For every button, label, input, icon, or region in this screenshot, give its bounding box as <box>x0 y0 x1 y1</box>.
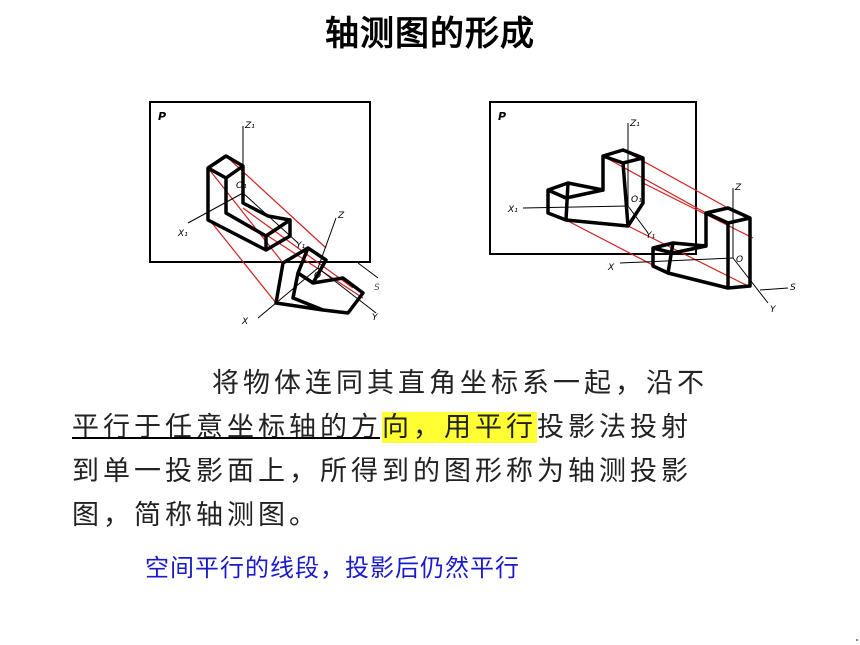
projection-plane <box>489 101 697 255</box>
object-on-plane <box>546 148 645 228</box>
definition-paragraph: 将物体连同其直角坐标系一起，沿不 平行于任意坐标轴的方向，用平行投影法投射 到单… <box>72 362 762 538</box>
axonometric-figure-right: P Z₁ O₁ X₁ Y₁ Z O X Y S <box>489 101 796 315</box>
corner-dot <box>856 639 858 641</box>
paragraph-text: 投影法投射 <box>537 412 692 443</box>
page-title: 轴测图的形成 <box>325 14 535 54</box>
axis-label: O <box>314 271 321 281</box>
paragraph-line: 到单一投影面上，所得到的图形称为轴测投影 <box>72 456 692 487</box>
projection-rays <box>565 149 754 287</box>
axis-label: Z₁ <box>244 121 255 131</box>
axis-label: X₁ <box>177 229 188 239</box>
axis-label: O₁ <box>631 195 642 205</box>
plane-label: P <box>498 110 506 123</box>
note-text: 空间平行的线段，投影后仍然平行 <box>145 554 520 582</box>
axis-label: X₁ <box>507 205 518 215</box>
axes-upper <box>522 123 649 234</box>
underline <box>72 437 380 439</box>
axes-upper <box>187 126 299 244</box>
projected-object <box>651 206 752 290</box>
axis-label: X <box>607 263 615 273</box>
axes-lower <box>619 188 789 304</box>
projection-rays <box>207 155 364 304</box>
axes-lower <box>257 217 379 319</box>
axis-label: X <box>241 317 249 327</box>
direction-label: S <box>790 283 796 293</box>
plane-label: P <box>158 110 166 123</box>
projection-plane <box>149 101 371 263</box>
highlighted-text: 向，用平行 <box>382 412 537 443</box>
axis-label: Y₁ <box>646 231 655 241</box>
axonometric-figure-left: P Z₁ O₁ X₁ Y₁ Z O X Y S <box>149 101 380 327</box>
axis-label: Y <box>770 305 777 315</box>
axis-label: O <box>736 255 743 265</box>
object-on-plane <box>206 154 292 252</box>
axis-label: Y₁ <box>296 241 305 251</box>
axis-label: O₁ <box>236 181 247 191</box>
axis-label: Z₁ <box>629 119 640 129</box>
axis-label: Y <box>372 313 379 323</box>
direction-label: S <box>374 283 380 293</box>
paragraph-line: 将物体连同其直角坐标系一起，沿不 <box>212 368 708 399</box>
paragraph-line: 平行于任意坐标轴的方向，用平行投影法投射 <box>72 406 762 450</box>
projected-object <box>274 246 365 315</box>
axis-label: Z <box>337 211 345 221</box>
paragraph-line: 图，简称轴测图。 <box>72 500 320 531</box>
axis-label: Z <box>734 183 742 193</box>
